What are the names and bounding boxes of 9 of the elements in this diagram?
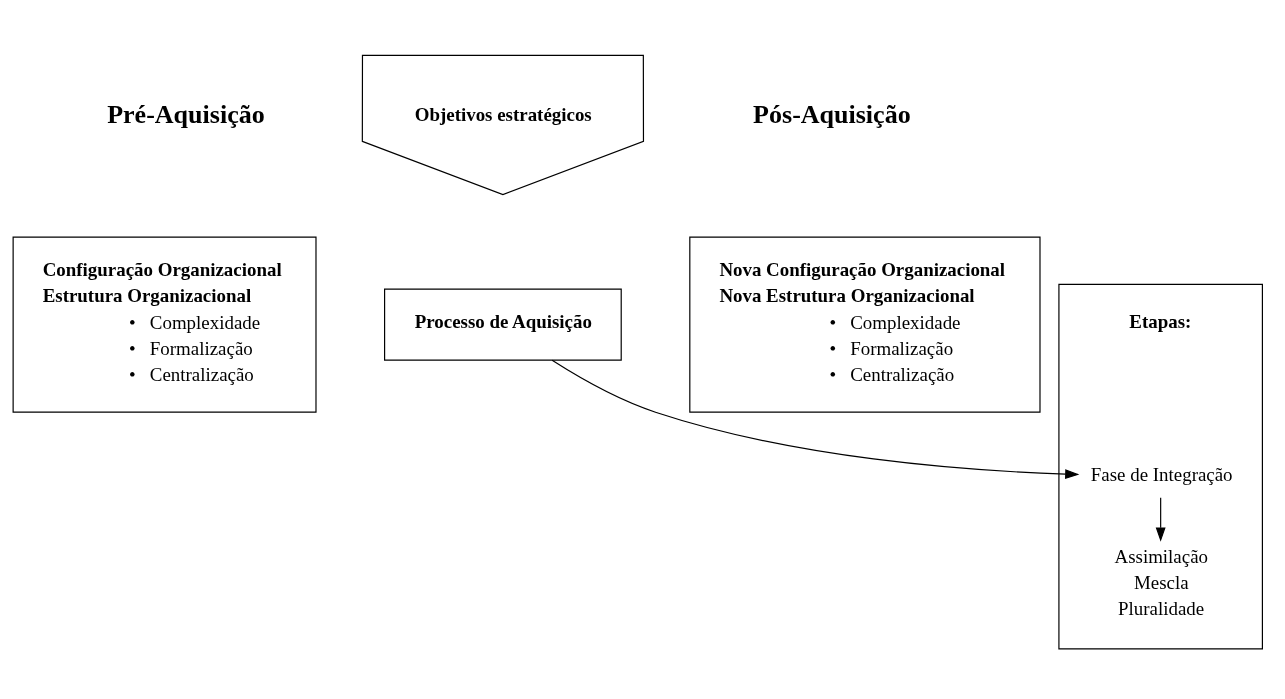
arrow (551, 359, 1080, 480)
node-text: Assimilação Mescla Pluralidade (1114, 546, 1208, 620)
arrow (1155, 497, 1166, 542)
label: Pré-Aquisição (107, 100, 265, 130)
label: Pós-Aquisição (753, 100, 911, 130)
node-box: Configuração Organizacional Estrutura Organizacional • Complexidade • Formalização • Centralização (12, 236, 317, 413)
node-text: Fase de Integração (1090, 463, 1233, 485)
node-box: Nova Configuração Organizacional Nova Estrutura Organizacional • Complexidade • Formalização • Centralização (689, 236, 1041, 413)
node-box: Processo de Aquisição (384, 288, 622, 361)
